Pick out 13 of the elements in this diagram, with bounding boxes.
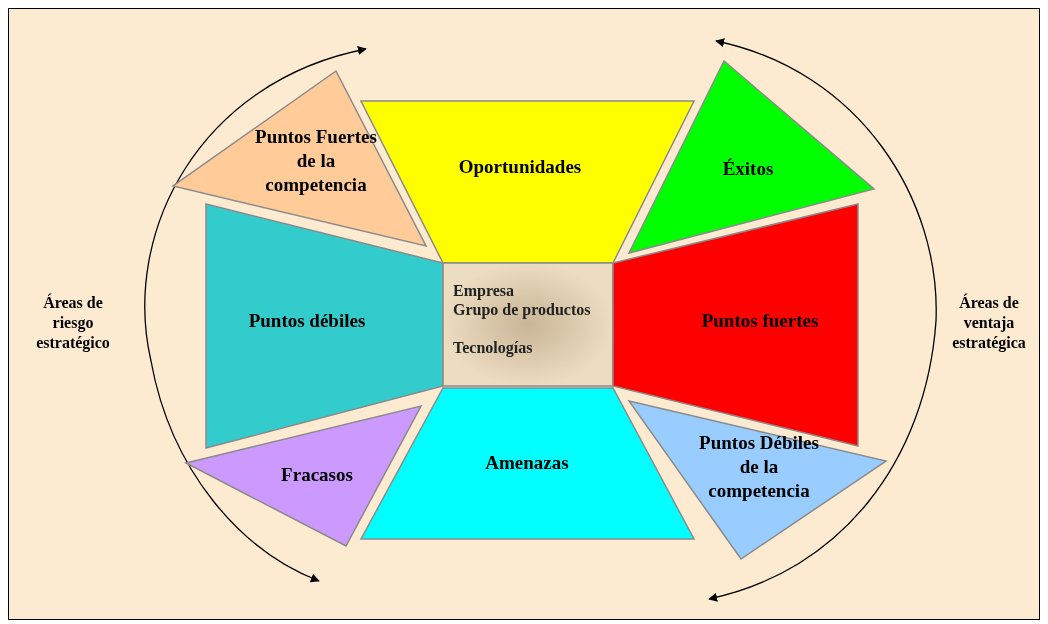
segment-label: Puntos Fuertes de la competencia	[254, 125, 378, 197]
segment-label: Fracasos	[280, 463, 354, 487]
segment-label: Éxitos	[721, 157, 775, 181]
segment-label: Oportunidades	[457, 155, 583, 179]
segment-label: Puntos débiles	[247, 309, 367, 333]
segment-label: Amenazas	[484, 451, 570, 475]
center-label: Tecnologías	[453, 338, 534, 357]
segment-label: Puntos Débiles de la competencia	[698, 431, 820, 503]
segment-label: Puntos fuertes	[700, 309, 820, 333]
center-label: Grupo de productos	[453, 300, 592, 319]
center-label: Empresa	[453, 281, 516, 300]
side-label: Áreas de ventaja estratégica	[951, 293, 1027, 353]
side-label: Áreas de riesgo estratégico	[35, 293, 111, 353]
